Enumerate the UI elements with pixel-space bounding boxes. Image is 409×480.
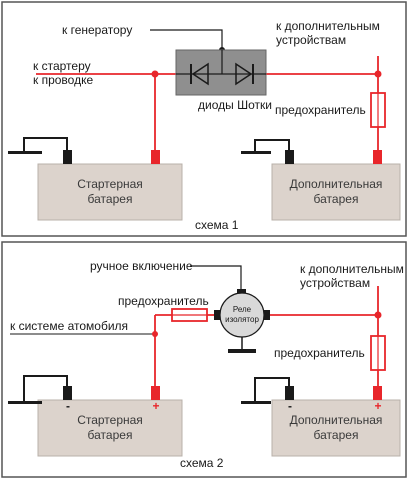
ground-symbol-right bbox=[241, 401, 271, 404]
ground-symbol-right bbox=[241, 151, 271, 154]
minus-sign: - bbox=[66, 399, 70, 413]
battery-label-line2: батарея bbox=[88, 428, 133, 442]
ground-wire-right bbox=[254, 377, 290, 402]
battery-label-line1: Дополнительная bbox=[290, 413, 383, 427]
relay-isolator: Реле изолятор bbox=[214, 292, 270, 353]
label-fuse-left: предохранитель bbox=[118, 294, 209, 308]
ground-wire-left bbox=[23, 137, 68, 152]
label-starter-line1: к стартеру bbox=[33, 59, 91, 73]
diode-right-icon bbox=[235, 62, 253, 86]
minus-sign: - bbox=[66, 152, 70, 166]
label-manual: ручное включение bbox=[90, 259, 193, 273]
caption: схема 1 bbox=[195, 218, 239, 232]
extra-battery-2: - + Дополнительная батарея bbox=[271, 386, 401, 457]
scheme-1-panel: - + Стартерная батарея - + Дополнительна… bbox=[1, 1, 407, 237]
label-fuse-right: предохранитель bbox=[274, 346, 365, 360]
schottky-diodes bbox=[175, 49, 267, 96]
relay-label-line2: изолятор bbox=[225, 315, 259, 324]
battery-body bbox=[271, 163, 401, 221]
junction-dot bbox=[374, 311, 382, 319]
label-extra-line1: к дополнительным bbox=[300, 262, 404, 276]
red-wires-2 bbox=[154, 286, 379, 386]
positive-terminal bbox=[151, 150, 160, 164]
diode-left-icon bbox=[191, 62, 209, 86]
plus-sign: + bbox=[152, 152, 159, 166]
plus-sign: + bbox=[374, 152, 381, 166]
junction-dot bbox=[374, 70, 382, 78]
caption: схема 2 bbox=[180, 456, 224, 470]
scheme-2-frame bbox=[1, 241, 407, 478]
positive-terminal bbox=[373, 150, 382, 164]
battery-label-line2: батарея bbox=[314, 192, 359, 206]
junction-dot bbox=[152, 331, 158, 337]
battery-label-line1: Дополнительная bbox=[290, 177, 383, 191]
label-fuse: предохранитель bbox=[275, 103, 366, 117]
relay-left-terminal bbox=[214, 310, 222, 320]
ground-wire-right bbox=[254, 139, 290, 152]
starter-battery-1: - + Стартерная батарея bbox=[37, 150, 183, 221]
positive-terminal bbox=[151, 386, 160, 400]
battery-body bbox=[37, 399, 183, 457]
extra-battery-1: - + Дополнительная батарея bbox=[271, 150, 401, 221]
ground-symbol-left bbox=[8, 151, 42, 154]
starter-battery-2: - + Стартерная батарея bbox=[37, 386, 183, 457]
label-extra-line1: к дополнительным bbox=[276, 19, 380, 33]
plus-sign: + bbox=[152, 399, 159, 413]
minus-sign: - bbox=[288, 399, 292, 413]
junction-dot bbox=[151, 70, 159, 78]
label-system: к системе атомобиля bbox=[10, 319, 128, 333]
positive-terminal bbox=[373, 386, 382, 400]
battery-label-line2: батарея bbox=[314, 428, 359, 442]
minus-sign: - bbox=[288, 152, 292, 166]
battery-label-line1: Стартерная bbox=[77, 413, 143, 427]
scheme-1-frame bbox=[1, 1, 407, 237]
manual-switch-wire bbox=[190, 265, 242, 290]
generator-wire bbox=[150, 29, 223, 50]
plus-sign: + bbox=[374, 399, 381, 413]
relay-top-terminal bbox=[237, 289, 246, 295]
scheme-2-panel: - + Стартерная батарея - + Дополнительна… bbox=[1, 241, 407, 478]
battery-label-line1: Стартерная bbox=[77, 177, 143, 191]
label-extra-line2: устройствам bbox=[276, 33, 346, 47]
negative-terminal bbox=[285, 386, 294, 400]
battery-body bbox=[37, 163, 183, 221]
label-diodes: диоды Шотки bbox=[198, 98, 272, 112]
ground-wire-left bbox=[23, 375, 68, 402]
ground-symbol-left bbox=[8, 401, 42, 404]
label-generator: к генератору bbox=[62, 23, 132, 37]
relay-label-line1: Реле bbox=[233, 305, 252, 314]
negative-terminal bbox=[285, 150, 294, 164]
relay-right-terminal bbox=[262, 310, 270, 320]
relay-ground-symbol bbox=[228, 349, 256, 353]
battery-label-line2: батарея bbox=[88, 192, 133, 206]
label-starter-line2: к проводке bbox=[33, 73, 93, 87]
diode-box bbox=[175, 49, 267, 96]
negative-terminal bbox=[63, 150, 72, 164]
label-extra-line2: устройствам bbox=[300, 276, 370, 290]
negative-terminal bbox=[63, 386, 72, 400]
battery-body bbox=[271, 399, 401, 457]
